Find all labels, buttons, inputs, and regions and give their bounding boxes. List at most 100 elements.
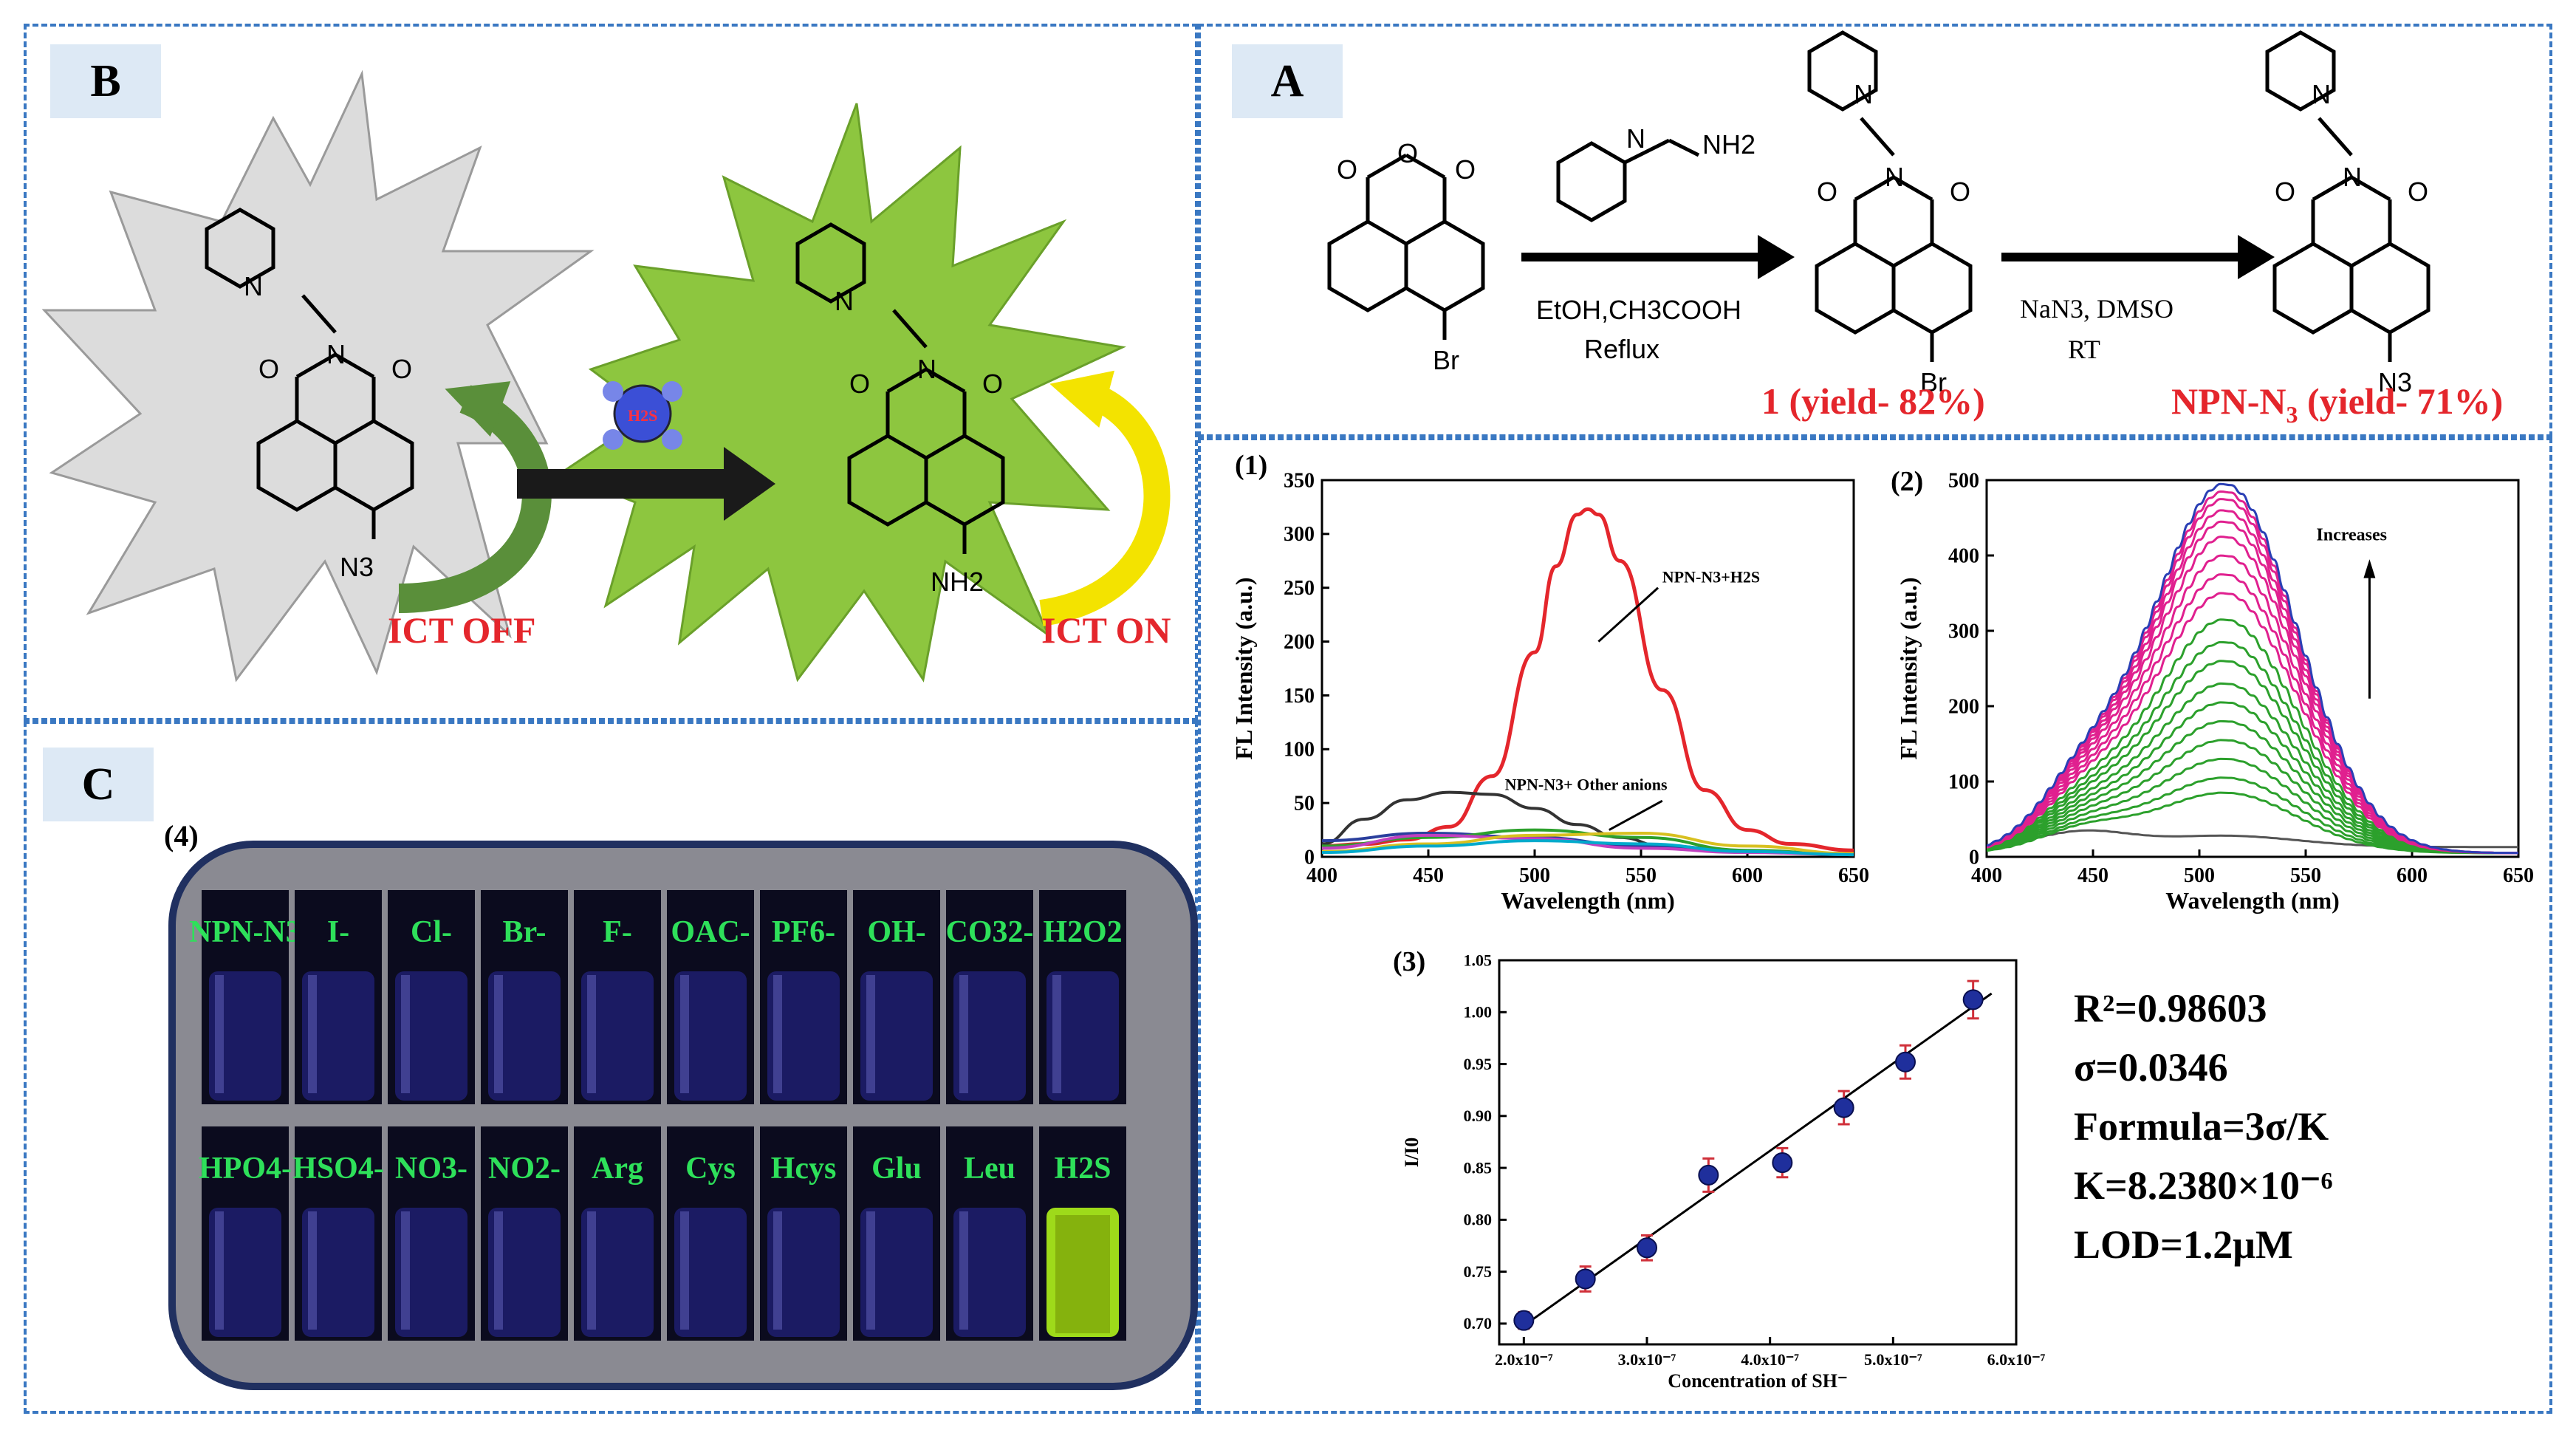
vial-label-Hcys: Hcys	[771, 1152, 837, 1186]
vial-Arg	[581, 1208, 654, 1337]
y-tick-label: 350	[1284, 469, 1315, 492]
vial-highlight	[308, 1211, 317, 1330]
y-tick-label: 50	[1294, 792, 1315, 815]
vial-highlight	[215, 1211, 224, 1330]
y-tick-label: 200	[1284, 631, 1315, 654]
y-tick-label: 1.00	[1464, 1003, 1493, 1022]
h2s-molecule-label: H2S	[628, 406, 657, 425]
vial-label-Br-: Br-	[502, 915, 546, 949]
svg-text:O: O	[1455, 154, 1476, 185]
svg-text:N: N	[917, 354, 936, 384]
vial-label-OH-: OH-	[867, 915, 925, 949]
annotation-h2s-pointer	[1597, 586, 1659, 643]
x-tick-label: 6.0x10⁻⁷	[1987, 1350, 2046, 1369]
vial-label-NO2-: NO2-	[488, 1152, 561, 1186]
ict-on-label: ICT ON	[1041, 609, 1171, 651]
h2s-molecule-icon	[613, 384, 672, 443]
vial-Leu	[953, 1208, 1026, 1337]
vial-label-HSO4-: HSO4-	[292, 1152, 384, 1186]
chart-3-id: (3)	[1393, 946, 1426, 977]
x-tick-label: 600	[1732, 864, 1763, 887]
vial-Cl-	[395, 971, 467, 1101]
panel-label-b: B	[50, 44, 161, 118]
vial-highlight	[1052, 975, 1061, 1093]
vial-highlight	[308, 975, 317, 1093]
y-axis-label: FL Intensity (a.u.)	[1895, 577, 1922, 759]
ict-on-burst	[558, 103, 1127, 683]
svg-text:O: O	[2275, 177, 2295, 207]
vial-highlight	[494, 1211, 503, 1330]
vial-highlight	[401, 1211, 410, 1330]
y-tick-label: 200	[1948, 695, 1979, 718]
vial-label-Cys: Cys	[685, 1152, 736, 1186]
vial-label-Arg: Arg	[592, 1152, 643, 1186]
reaction-arrow-2	[2001, 235, 2275, 279]
conditions-2-line2: RT	[2068, 335, 2100, 364]
x-tick-label: 550	[1626, 864, 1657, 887]
svg-text:N: N	[2312, 79, 2331, 109]
vial-highlight	[866, 1211, 875, 1330]
data-point	[1698, 1164, 1719, 1186]
svg-text:N: N	[1854, 79, 1873, 109]
npn-n3-structure: N O O N N3	[2267, 33, 2428, 397]
svg-text:N: N	[244, 271, 263, 301]
plot-frame	[1320, 479, 1855, 858]
svg-text:O: O	[1397, 138, 1418, 168]
y-tick-label: 0	[1969, 846, 1979, 869]
conditions-1-line1: EtOH,CH3COOH	[1536, 295, 1741, 325]
plot-frame	[1985, 479, 2520, 858]
chart-2-id: (2)	[1891, 466, 1924, 497]
vial-label-H2O2: H2O2	[1043, 915, 1122, 949]
svg-text:NH2: NH2	[931, 567, 984, 597]
vial-highlight	[680, 1211, 689, 1330]
lod-r2: R²=0.98603	[2074, 986, 2267, 1030]
data-point	[1513, 1310, 1535, 1331]
y-axis-label: I/I0	[1401, 1138, 1422, 1167]
product-2-label: NPN-N3 (yield- 71%)	[2171, 380, 2503, 428]
y-tick-label: 300	[1284, 523, 1315, 546]
svg-text:N: N	[835, 286, 854, 316]
increase-arrow-head	[2363, 559, 2376, 578]
annotation-h2s: NPN-N3+H2S	[1662, 567, 1760, 586]
vial-HSO4-	[302, 1208, 374, 1337]
vial-CO32-	[953, 971, 1026, 1101]
vial-NO3-	[395, 1208, 467, 1337]
lod-value: LOD=1.2μM	[2074, 1222, 2293, 1267]
panel-label-c: C	[43, 748, 154, 821]
annotation-other-anions: NPN-N3+ Other anions	[1505, 776, 1668, 794]
data-point	[1772, 1152, 1793, 1174]
data-point	[1637, 1237, 1657, 1259]
y-tick-label: 500	[1948, 469, 1979, 492]
vial-highlight	[959, 1211, 968, 1330]
lod-sigma: σ=0.0346	[2074, 1045, 2228, 1090]
synthesis-scheme: O O O Br N NH2 EtOH,CH3COOH Reflux N O O…	[1211, 30, 2503, 428]
series-line-0	[1321, 507, 1854, 852]
y-tick-label: 100	[1284, 739, 1315, 762]
svg-text:O: O	[1337, 154, 1357, 185]
vial-PF6-	[767, 971, 840, 1101]
npn-nh2-molecule: N O O N NH2	[798, 225, 1003, 597]
intermediate-1-structure: N O O N Br	[1809, 33, 1970, 397]
vial-label-NO3-: NO3-	[395, 1152, 467, 1186]
fit-line	[1523, 992, 1993, 1327]
x-tick-label: 450	[2077, 864, 2109, 887]
vial-Hcys	[767, 1208, 840, 1337]
svg-text:N: N	[2343, 162, 2362, 192]
y-tick-label: 0.80	[1464, 1211, 1493, 1229]
mechanism-diagram: N O O N N3 ICT OFF H2S N O O N NH2 ICT O…	[41, 69, 1171, 683]
y-tick-label: 400	[1948, 544, 1979, 567]
x-tick-label: 550	[2290, 864, 2321, 887]
vial-label-CO32-: CO32-	[946, 915, 1034, 949]
series-line-6	[1321, 839, 1854, 857]
y-tick-label: 0.70	[1464, 1314, 1493, 1333]
product-1-label: 1 (yield- 82%)	[1761, 380, 1985, 422]
data-point	[1962, 989, 1984, 1010]
vial-label-Glu: Glu	[871, 1152, 922, 1186]
x-tick-label: 500	[1519, 864, 1550, 887]
x-tick-label: 400	[1306, 864, 1337, 887]
x-tick-label: 650	[2503, 864, 2534, 887]
svg-text:N3: N3	[2378, 367, 2412, 397]
vial-label-I-: I-	[327, 915, 349, 949]
vial-label-OAC-: OAC-	[671, 915, 750, 949]
